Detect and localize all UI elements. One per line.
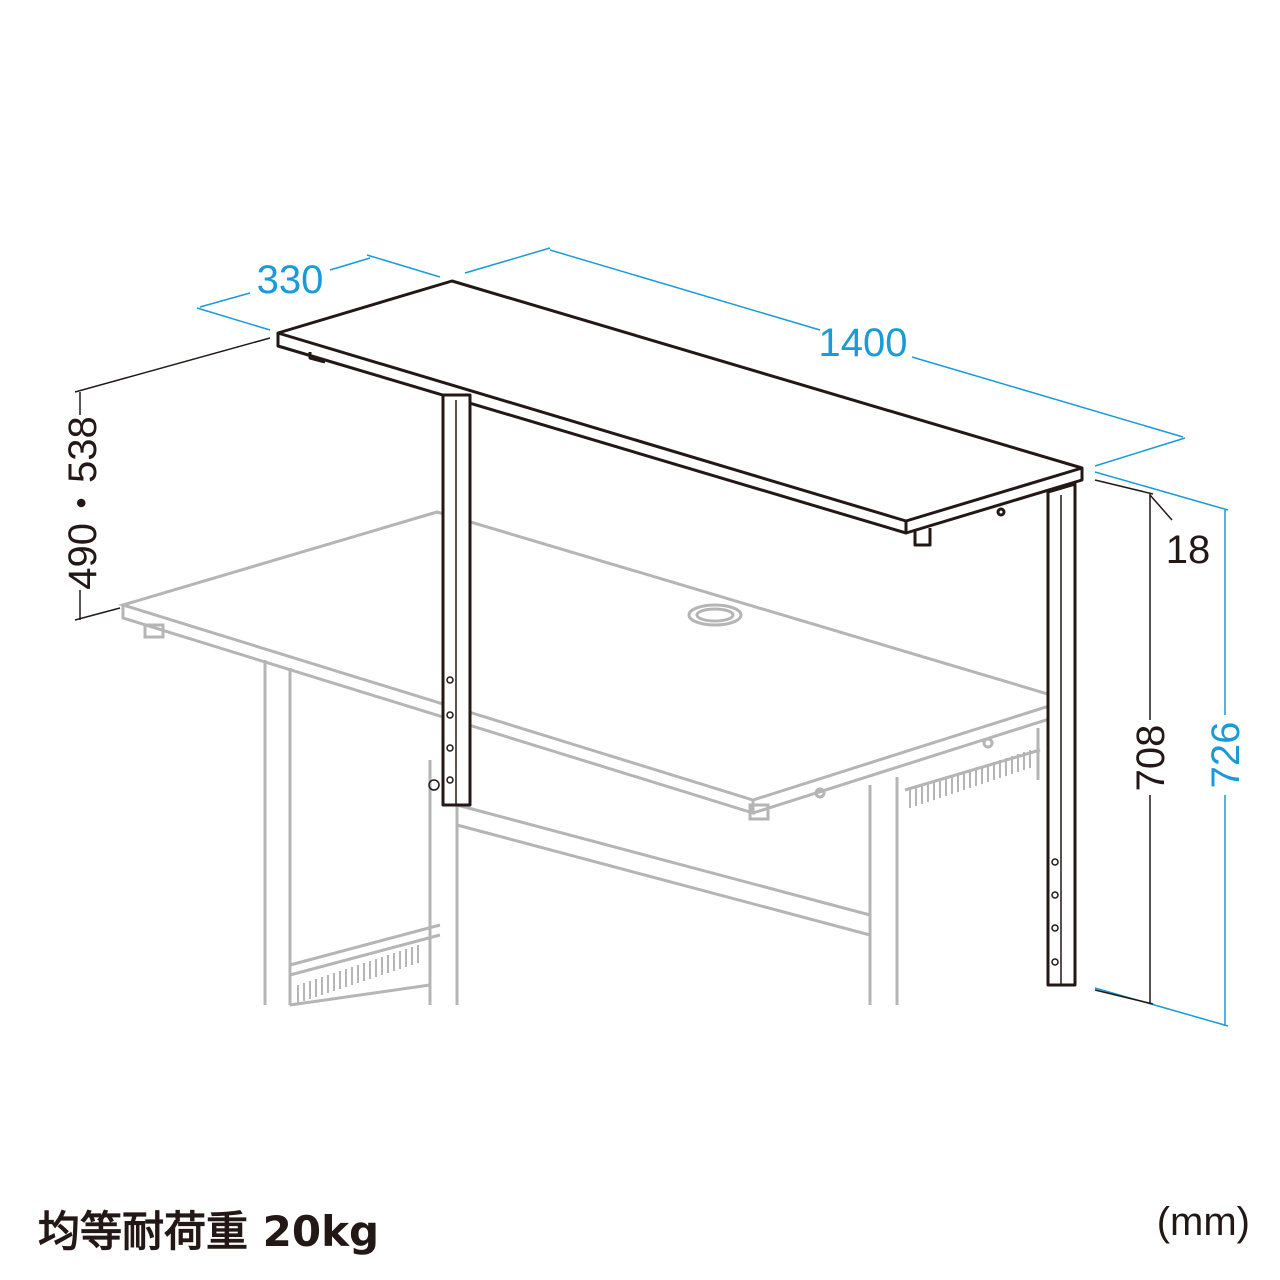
depth-dimension-label: 330 <box>257 258 324 302</box>
unit-label: (mm) <box>1156 1200 1250 1244</box>
thickness-dimension-label: 18 <box>1166 528 1211 572</box>
width-dimension-label: 1400 <box>819 321 908 365</box>
desk-height-dimension-label: 708 <box>1129 725 1173 792</box>
leg-holes <box>428 676 1059 966</box>
load-capacity-caption: 均等耐荷重 20kg <box>38 1207 380 1256</box>
dimension-lines-blue <box>196 247 1229 1027</box>
total-height-dimension-label: 726 <box>1204 722 1248 789</box>
desk-vent-slots <box>297 750 1031 1003</box>
dimension-lines-black <box>74 337 1173 1005</box>
desk-outline <box>117 510 1074 1007</box>
shelf-height-dimension-label: 490・538 <box>61 416 105 589</box>
shelf-outline <box>276 279 1084 987</box>
